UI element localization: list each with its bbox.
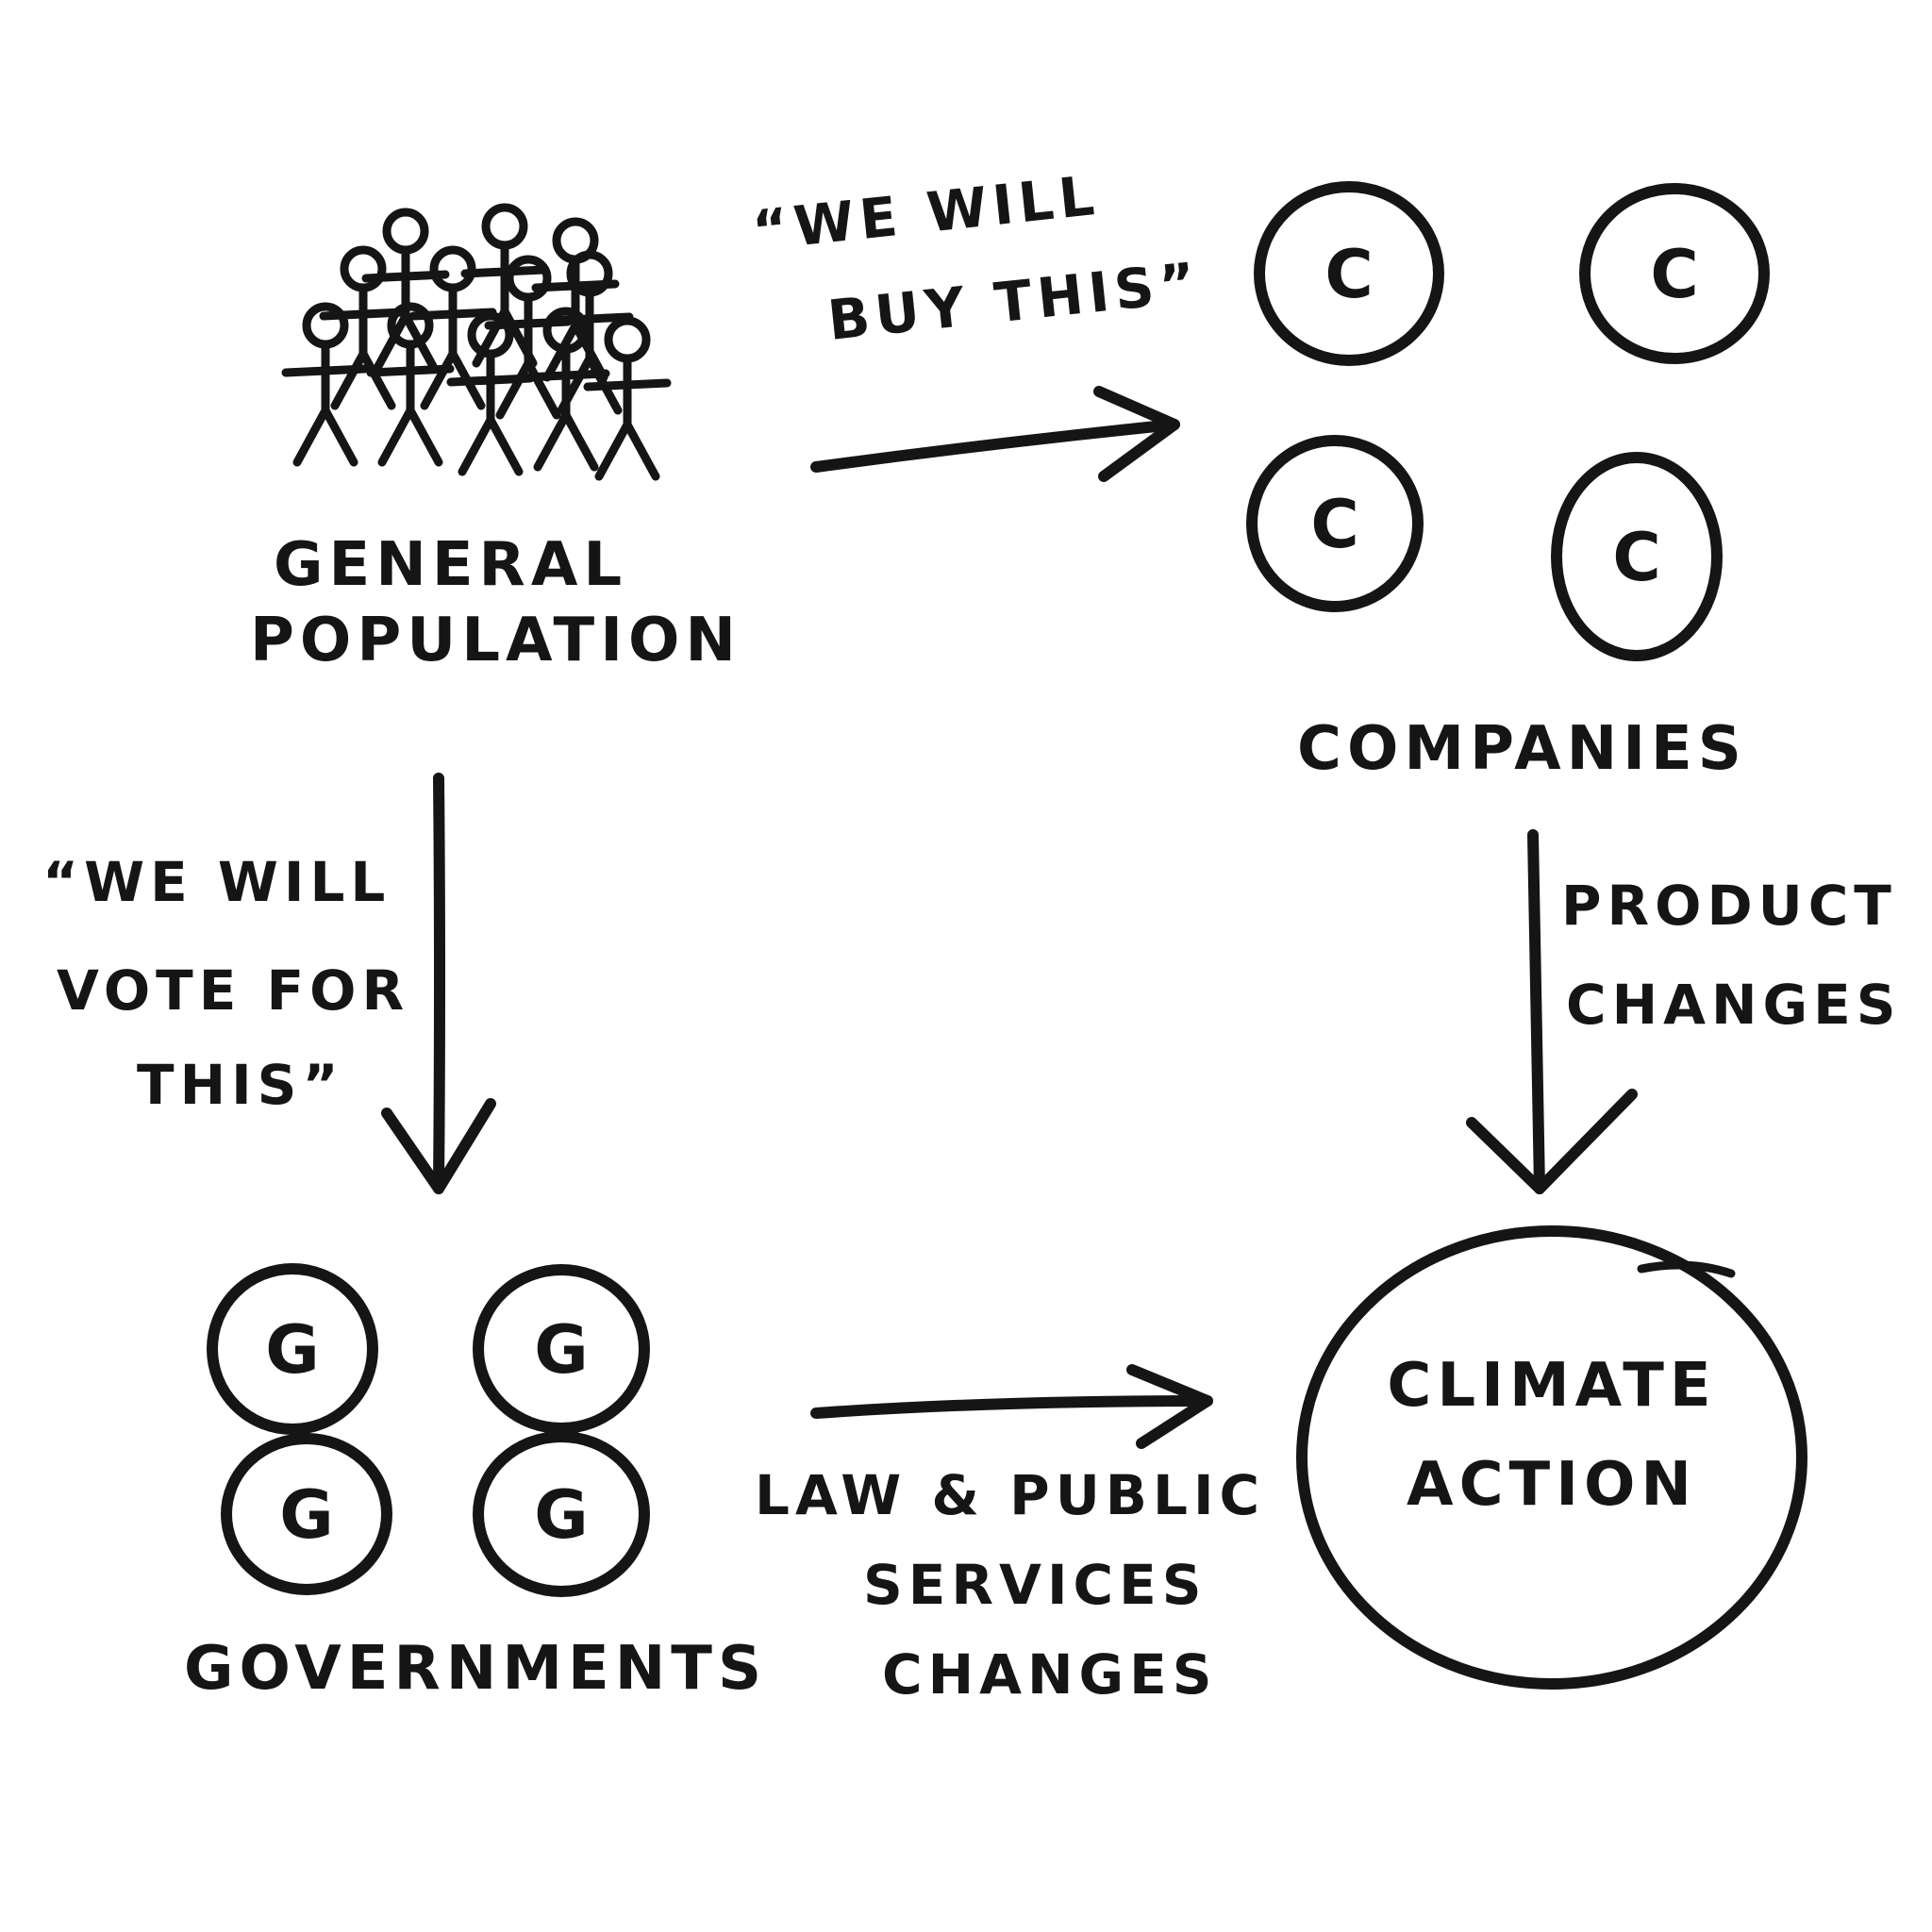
vote-quote-line3: THIS” (137, 1053, 344, 1117)
company-circle-1: C (1254, 181, 1444, 366)
stick-figure (460, 203, 549, 368)
stick-figure (484, 255, 573, 420)
stick-figure (408, 245, 497, 410)
government-circle-1: G (207, 1263, 378, 1435)
stick-figure (583, 316, 672, 481)
law-label-line2: SERVICES (863, 1553, 1207, 1617)
company-letter-3: C (1310, 486, 1358, 563)
vote-quote-line2: VOTE FOR (57, 958, 409, 1023)
arrow-population-to-governments (381, 773, 496, 1194)
government-letter-1: G (265, 1311, 319, 1389)
companies-label: COMPANIES (1297, 714, 1747, 784)
company-circle-3: C (1246, 435, 1424, 612)
government-letter-4: G (534, 1476, 588, 1554)
population-label-line2: POPULATION (250, 606, 741, 675)
governments-group: G G G G (207, 1263, 650, 1597)
company-letter-1: C (1324, 236, 1373, 313)
governments-label: GOVERNMENTS (184, 1634, 767, 1704)
stick-figure (281, 302, 370, 467)
government-letter-3: G (279, 1476, 333, 1554)
vote-quote-line1: “WE WILL (42, 850, 391, 914)
government-circle-4: G (473, 1431, 650, 1597)
company-letter-2: C (1650, 236, 1698, 313)
stick-figure (446, 311, 535, 476)
companies-group: C C C C (1246, 181, 1770, 661)
company-circle-2: C (1579, 183, 1770, 364)
climate-action-node: CLIMATE ACTION (1296, 1225, 1807, 1690)
arrow-companies-to-climate (1466, 829, 1638, 1194)
arrow-governments-to-climate (810, 1364, 1213, 1449)
government-circle-3: G (221, 1433, 392, 1595)
product-label-line1: PRODUCT (1561, 874, 1897, 938)
stick-figure (522, 307, 610, 472)
crowd-icon (281, 203, 672, 481)
stick-figure (545, 250, 634, 415)
climate-label-line2: ACTION (1407, 1450, 1697, 1520)
company-circle-4: C (1551, 452, 1723, 661)
buy-quote-line2: BUY THIS” (824, 250, 1204, 353)
government-letter-2: G (534, 1311, 588, 1389)
stick-figure (319, 245, 408, 410)
population-label-line1: GENERAL (274, 530, 627, 600)
product-label-line2: CHANGES (1566, 973, 1902, 1037)
company-letter-4: C (1612, 519, 1660, 596)
buy-quote-line1: “WE WILL (749, 163, 1102, 263)
law-label-line1: LAW & PUBLIC (755, 1463, 1265, 1527)
arrow-population-to-companies (810, 386, 1180, 482)
stick-figure (366, 302, 455, 467)
stick-figure (531, 217, 620, 382)
climate-label-line1: CLIMATE (1387, 1351, 1716, 1421)
stick-figure (361, 208, 450, 373)
government-circle-2: G (473, 1264, 650, 1434)
law-label-line3: CHANGES (882, 1642, 1218, 1707)
